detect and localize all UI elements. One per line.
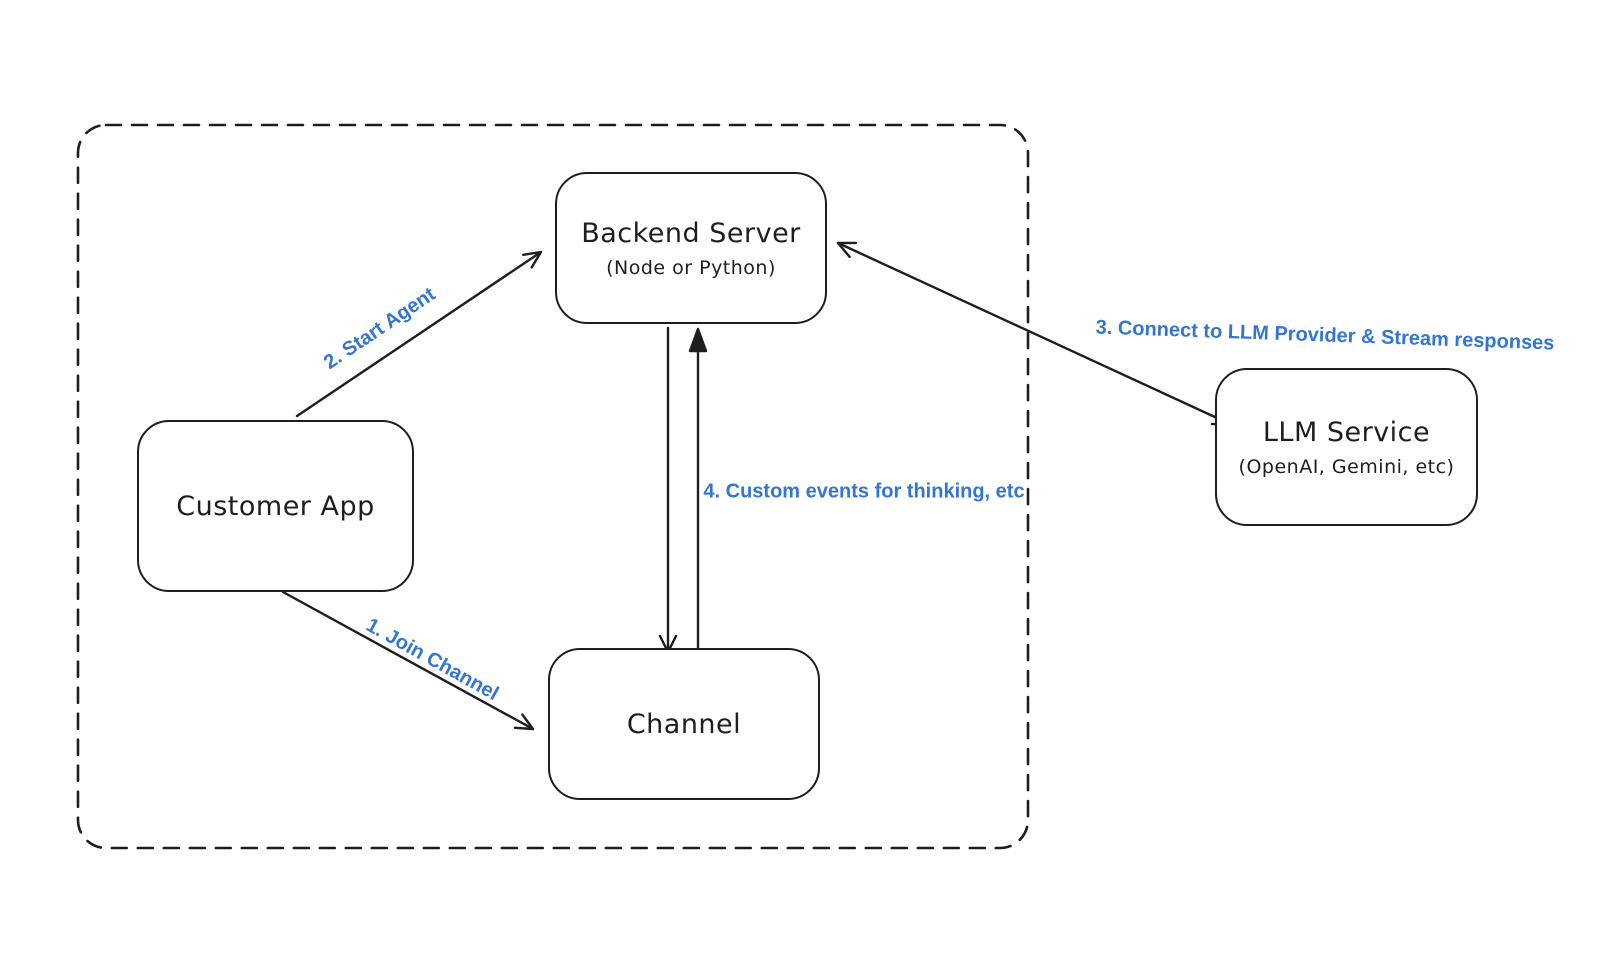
edge-label-custom-events: 4. Custom events for thinking, etc (703, 480, 1025, 503)
arrowhead-join-channel (513, 713, 535, 731)
arrowhead-start-agent (522, 250, 543, 269)
node-backend-server: Backend Server (Node or Python) (555, 172, 827, 324)
arrow-join-channel (281, 590, 535, 731)
node-llm-service: LLM Service (OpenAI, Gemini, etc) (1215, 368, 1478, 526)
node-backend-server-title: Backend Server (581, 217, 801, 249)
arrow-start-agent (295, 250, 543, 418)
arrow-backend-to-channel (658, 326, 678, 654)
node-llm-service-title: LLM Service (1262, 416, 1431, 448)
backend-boundary-dashed-box (76, 123, 1030, 850)
arrow-channel-to-backend (688, 327, 708, 652)
node-channel-title: Channel (626, 708, 742, 740)
arrowhead-backend-end (836, 241, 858, 258)
arrowhead-up-triangle (688, 327, 708, 353)
node-customer-app: Customer App (137, 420, 414, 592)
node-customer-app-title: Customer App (176, 490, 375, 522)
node-llm-service-subtitle: (OpenAI, Gemini, etc) (1238, 455, 1455, 478)
node-channel: Channel (548, 648, 820, 800)
node-backend-server-subtitle: (Node or Python) (606, 256, 776, 279)
